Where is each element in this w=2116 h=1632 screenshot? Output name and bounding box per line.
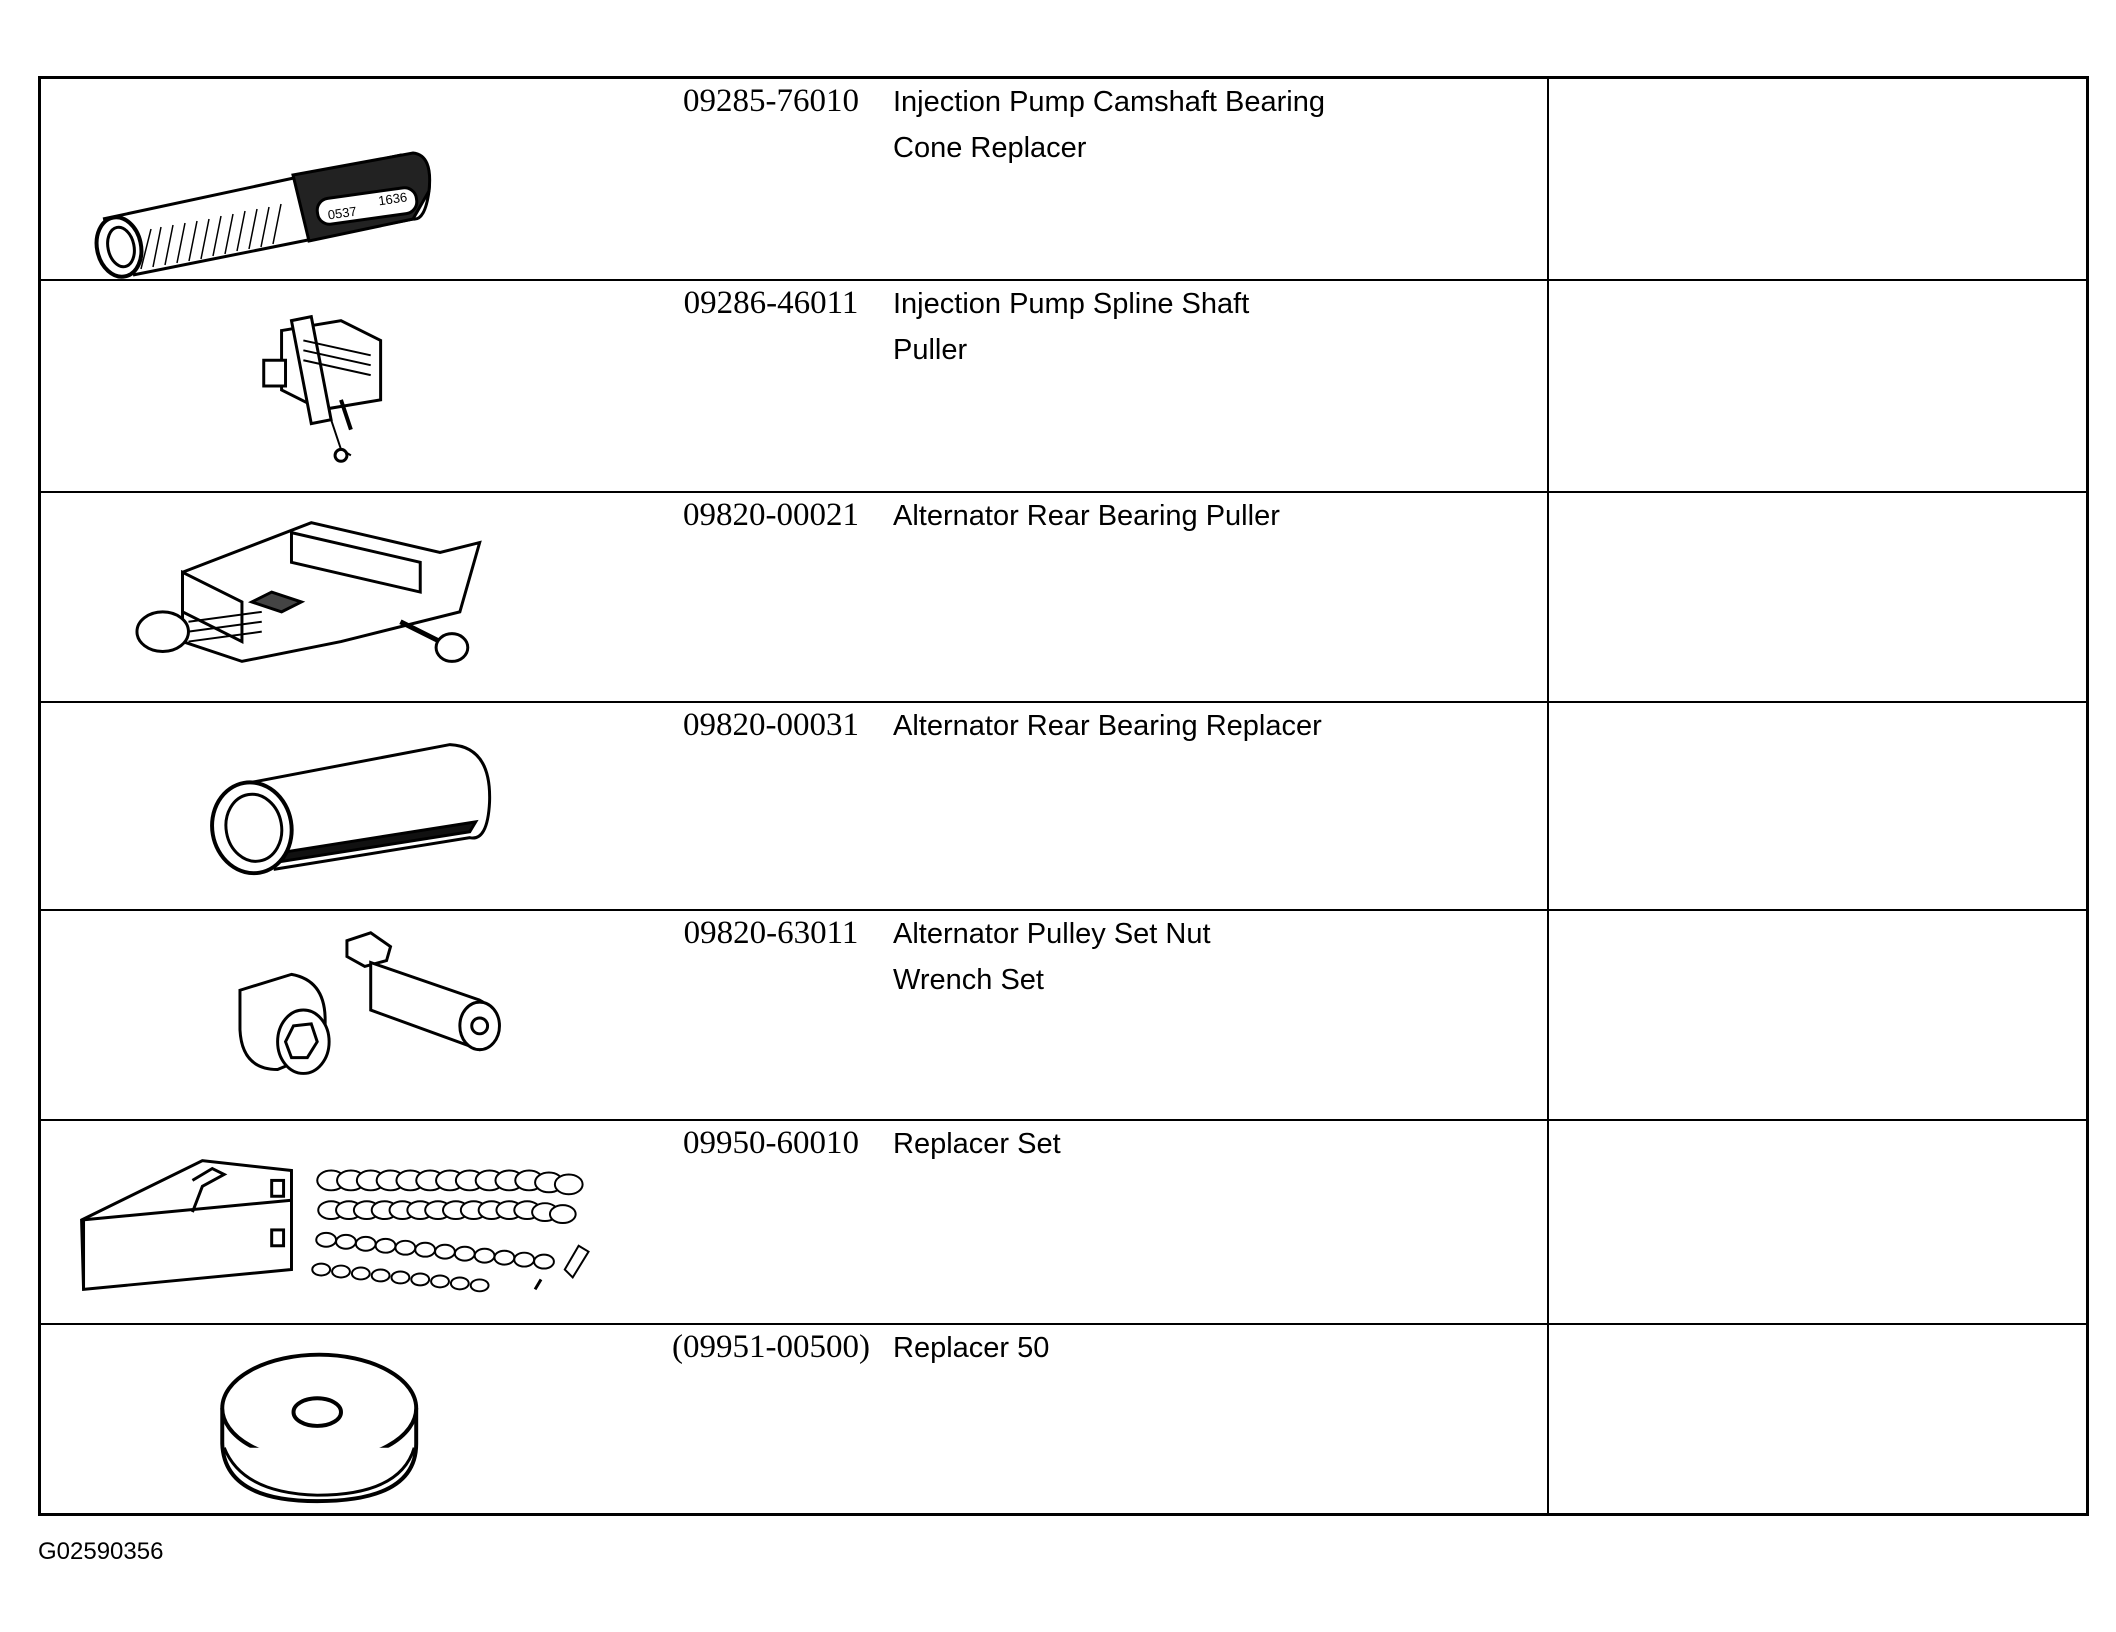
column-divider	[1547, 911, 1549, 1119]
table-row: 09950-60010 Replacer Set	[41, 1119, 2086, 1323]
notes-cell	[1549, 703, 2086, 909]
desc-line-1: Replacer Set	[893, 1128, 1061, 1160]
desc-line-1: Injection Pump Spline Shaft	[893, 288, 1250, 320]
part-description: Alternator Rear Bearing Puller	[893, 493, 1543, 539]
part-number: (09951-00500)	[672, 1329, 870, 1365]
part-number: 09285-76010	[683, 83, 859, 119]
replacer-set-case-icon	[41, 1121, 641, 1323]
part-number: 09286-46011	[683, 285, 859, 321]
part-description: Replacer 50	[893, 1325, 1543, 1371]
desc-line-1: Injection Pump Camshaft Bearing	[893, 86, 1325, 118]
part-number: 09820-00031	[683, 707, 859, 743]
spline-puller-icon	[41, 281, 641, 491]
notes-cell	[1549, 79, 2086, 279]
part-number: 09950-60010	[683, 1125, 859, 1161]
table-row: 09286-46011 Injection Pump Spline Shaft …	[41, 279, 2086, 491]
part-number: 09820-00021	[683, 497, 859, 533]
column-divider	[1547, 79, 1549, 279]
socket-wrench-set-icon	[41, 911, 641, 1119]
desc-line-1: Alternator Rear Bearing Puller	[893, 500, 1280, 532]
desc-line-2: Puller	[893, 334, 968, 366]
part-description: Replacer Set	[893, 1121, 1543, 1167]
desc-line-2: Wrench Set	[893, 964, 1044, 996]
figure-id: G02590356	[38, 1538, 164, 1565]
desc-line-1: Replacer 50	[893, 1332, 1050, 1364]
notes-cell	[1549, 1325, 2086, 1513]
notes-cell	[1549, 1121, 2086, 1323]
table-row: 0537 1636 09285-76010 Injection Pump Cam…	[41, 79, 2086, 279]
table-row: 09820-00021 Alternator Rear Bearing Pull…	[41, 491, 2086, 701]
column-divider	[1547, 281, 1549, 491]
tube-replacer-icon: 0537 1636	[41, 79, 641, 279]
part-description: Injection Pump Spline Shaft Puller	[893, 281, 1543, 373]
part-number: 09820-63011	[683, 915, 859, 951]
table-row: 09820-63011 Alternator Pulley Set Nut Wr…	[41, 909, 2086, 1119]
column-divider	[1547, 493, 1549, 701]
special-tools-table: 0537 1636 09285-76010 Injection Pump Cam…	[38, 76, 2089, 1516]
part-description: Injection Pump Camshaft Bearing Cone Rep…	[893, 79, 1543, 171]
cylinder-replacer-icon	[41, 703, 641, 909]
part-description: Alternator Rear Bearing Replacer	[893, 703, 1543, 749]
notes-cell	[1549, 493, 2086, 701]
table-row: 09820-00031 Alternator Rear Bearing Repl…	[41, 701, 2086, 909]
stamp-text-1: 0537	[327, 204, 358, 223]
bearing-puller-icon	[41, 493, 641, 701]
replacer-disc-icon	[41, 1325, 641, 1513]
part-description: Alternator Pulley Set Nut Wrench Set	[893, 911, 1543, 1003]
table-row: (09951-00500) Replacer 50	[41, 1323, 2086, 1513]
desc-line-1: Alternator Rear Bearing Replacer	[893, 710, 1322, 742]
stamp-text-2: 1636	[377, 189, 408, 208]
column-divider	[1547, 1325, 1549, 1513]
desc-line-2: Cone Replacer	[893, 132, 1087, 164]
desc-line-1: Alternator Pulley Set Nut	[893, 918, 1211, 950]
column-divider	[1547, 1121, 1549, 1323]
notes-cell	[1549, 911, 2086, 1119]
notes-cell	[1549, 281, 2086, 491]
column-divider	[1547, 703, 1549, 909]
